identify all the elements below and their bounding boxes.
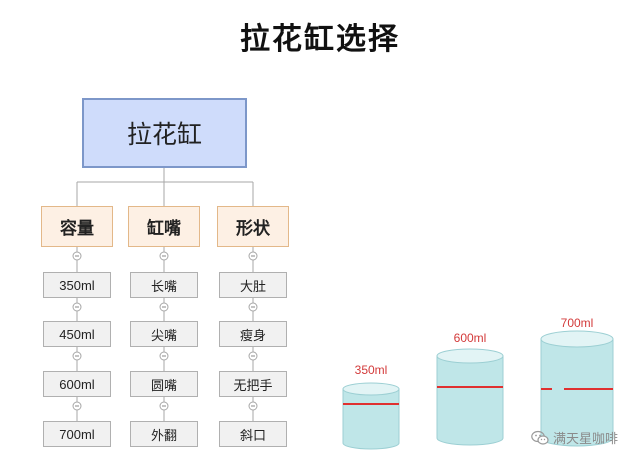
leaf-capacity-600: 600ml bbox=[43, 371, 111, 397]
leaf-capacity-350: 350ml bbox=[43, 272, 111, 298]
cup-label-700: 700ml bbox=[560, 316, 594, 330]
watermark: 满天星咖啡 bbox=[531, 428, 618, 447]
cup-label-600: 600ml bbox=[453, 331, 487, 345]
wechat-icon bbox=[531, 430, 549, 445]
leaf-capacity-450: 450ml bbox=[43, 321, 111, 347]
leaf-capacity-700: 700ml bbox=[43, 421, 111, 447]
watermark-text: 满天星咖啡 bbox=[552, 432, 618, 447]
category-spout: 缸嘴 bbox=[128, 206, 200, 247]
leaf-shape-no-handle: 无把手 bbox=[219, 371, 287, 397]
leaf-spout-round: 圆嘴 bbox=[130, 371, 198, 397]
root-node: 拉花缸 bbox=[82, 98, 247, 168]
category-capacity: 容量 bbox=[41, 206, 113, 247]
leaf-shape-slanted: 斜口 bbox=[219, 421, 287, 447]
leaf-spout-pointed: 尖嘴 bbox=[130, 321, 198, 347]
leaf-shape-slim: 瘦身 bbox=[219, 321, 287, 347]
leaf-spout-long: 长嘴 bbox=[130, 272, 198, 298]
cup-600 bbox=[436, 348, 504, 446]
leaf-shape-belly: 大肚 bbox=[219, 272, 287, 298]
leaf-spout-flared: 外翻 bbox=[130, 421, 198, 447]
category-shape: 形状 bbox=[217, 206, 289, 247]
cup-350 bbox=[342, 382, 400, 450]
diagram-title: 拉花缸选择 bbox=[240, 22, 400, 57]
cup-label-350: 350ml bbox=[354, 363, 388, 377]
